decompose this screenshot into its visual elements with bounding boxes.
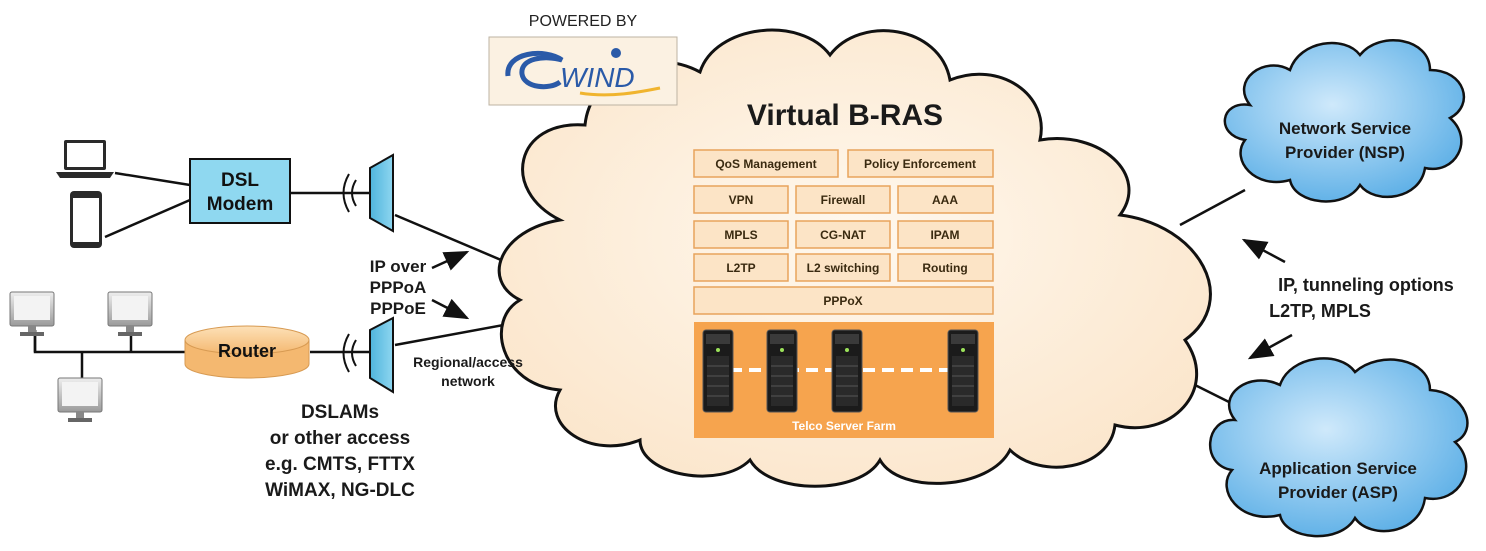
asp-line2: Provider (ASP)	[1278, 483, 1398, 502]
router-label: Router	[218, 341, 276, 361]
arrow-down-icon	[431, 298, 470, 320]
nsp-line2: Provider (NSP)	[1285, 143, 1405, 162]
regional-line2: network	[441, 373, 495, 389]
regional-line1: Regional/access	[413, 354, 523, 370]
module-labels: QoS Management Policy Enforcement VPN Fi…	[715, 157, 976, 308]
module-routing-label: Routing	[922, 261, 967, 275]
dslams-line3: e.g. CMTS, FTTX	[265, 454, 415, 475]
laptop-to-modem-line	[114, 171, 191, 187]
router: Router	[184, 325, 310, 379]
ip-over-labels: IP over PPPoA PPPoE	[370, 250, 470, 320]
dslam-top-shape	[369, 153, 394, 233]
signal-arc-top-1	[351, 179, 357, 207]
logo-underline-icon	[579, 86, 661, 97]
ip-over-line1: IP over	[370, 257, 427, 276]
server-farm: Telco Server Farm	[694, 322, 994, 438]
server-rack-4	[947, 329, 979, 413]
nsp-cloud: Network Service Provider (NSP)	[1223, 39, 1466, 203]
dslam-bottom-shape	[369, 316, 394, 394]
ip-over-line2: PPPoA	[370, 278, 427, 297]
desktop-pc-icon-2	[107, 291, 153, 336]
module-policy	[847, 149, 994, 178]
module-pppox-label: PPPoX	[823, 294, 862, 308]
main-cloud-title: Virtual B-RAS	[747, 99, 943, 132]
asp-cloud-shape	[1208, 357, 1469, 538]
arrow-nsp-icon	[1241, 238, 1286, 264]
dslam-bottom-to-cloud-line	[394, 320, 521, 347]
module-firewall	[795, 185, 891, 214]
server-rack-2	[766, 329, 798, 413]
signal-arc-bottom-2	[342, 333, 350, 373]
dslam-top	[342, 153, 394, 233]
nsp-cloud-shape	[1223, 39, 1466, 203]
module-l2tp-label: L2TP	[726, 261, 755, 275]
desktop-pc-icon-3	[57, 377, 103, 422]
module-aaa-label: AAA	[932, 193, 958, 207]
module-cgnat-label: CG-NAT	[820, 228, 866, 242]
dslam-top-to-cloud-line	[394, 213, 521, 270]
dsl-modem-box	[189, 158, 291, 224]
module-qos-label: QoS Management	[715, 157, 816, 171]
lan-bus-line	[33, 330, 185, 354]
logo-globe-icon	[611, 48, 621, 58]
module-l2switching-label: L2 switching	[807, 261, 880, 275]
regional-labels: Regional/access network	[413, 354, 523, 389]
server-farm-label: Telco Server Farm	[792, 419, 896, 433]
dsl-modem-line1: DSL	[221, 170, 259, 191]
dsl-modem: DSL Modem	[189, 158, 291, 224]
powered-by-logo: POWERED BY WIND	[488, 13, 678, 106]
module-grid	[693, 149, 994, 315]
dslams-line2: or other access	[270, 428, 410, 449]
module-vpn-label: VPN	[729, 193, 754, 207]
dslams-line4: WiMAX, NG-DLC	[265, 480, 415, 501]
arrow-asp-icon	[1247, 333, 1293, 360]
server-rack-3	[831, 329, 863, 413]
module-policy-label: Policy Enforcement	[864, 157, 976, 171]
module-ipam-label: IPAM	[930, 228, 959, 242]
dslams-line1: DSLAMs	[301, 402, 379, 423]
signal-arc-bottom-1	[351, 339, 357, 367]
ip-over-line3: PPPoE	[370, 299, 426, 318]
powered-by-text: POWERED BY	[529, 13, 638, 30]
signal-arc-top-2	[342, 173, 350, 213]
module-pppox	[693, 286, 994, 315]
module-vpn	[693, 185, 789, 214]
desktop-pc-icon-1	[9, 291, 55, 336]
module-cgnat	[795, 220, 891, 249]
tunneling-labels: IP, tunneling options L2TP, MPLS	[1241, 238, 1454, 360]
tunneling-line2: L2TP, MPLS	[1269, 301, 1371, 321]
module-l2switching	[795, 253, 891, 282]
module-qos	[693, 149, 839, 178]
module-firewall-label: Firewall	[821, 193, 866, 207]
dslam-bottom	[342, 316, 394, 394]
laptop-icon	[56, 140, 114, 178]
phone-to-modem-line	[104, 198, 191, 239]
dsl-modem-line2: Modem	[207, 194, 274, 215]
module-mpls	[693, 220, 789, 249]
module-ipam	[897, 220, 994, 249]
router-top	[184, 325, 310, 355]
module-mpls-label: MPLS	[724, 228, 757, 242]
logo-swoosh-icon	[505, 51, 564, 90]
cloud-to-nsp-line	[1179, 188, 1246, 227]
arrow-up-icon	[431, 250, 470, 271]
module-aaa	[897, 185, 994, 214]
tunneling-line1: IP, tunneling options	[1278, 275, 1454, 295]
dslams-labels: DSLAMs or other access e.g. CMTS, FTTX W…	[265, 402, 415, 501]
asp-cloud: Application Service Provider (ASP)	[1208, 357, 1469, 538]
module-l2tp	[693, 253, 789, 282]
logo-brand-text: WIND	[560, 62, 635, 93]
module-routing	[897, 253, 994, 282]
server-rack-1	[702, 329, 734, 413]
asp-line1: Application Service	[1259, 459, 1417, 478]
smartphone-icon	[70, 191, 102, 248]
nsp-line1: Network Service	[1279, 119, 1411, 138]
